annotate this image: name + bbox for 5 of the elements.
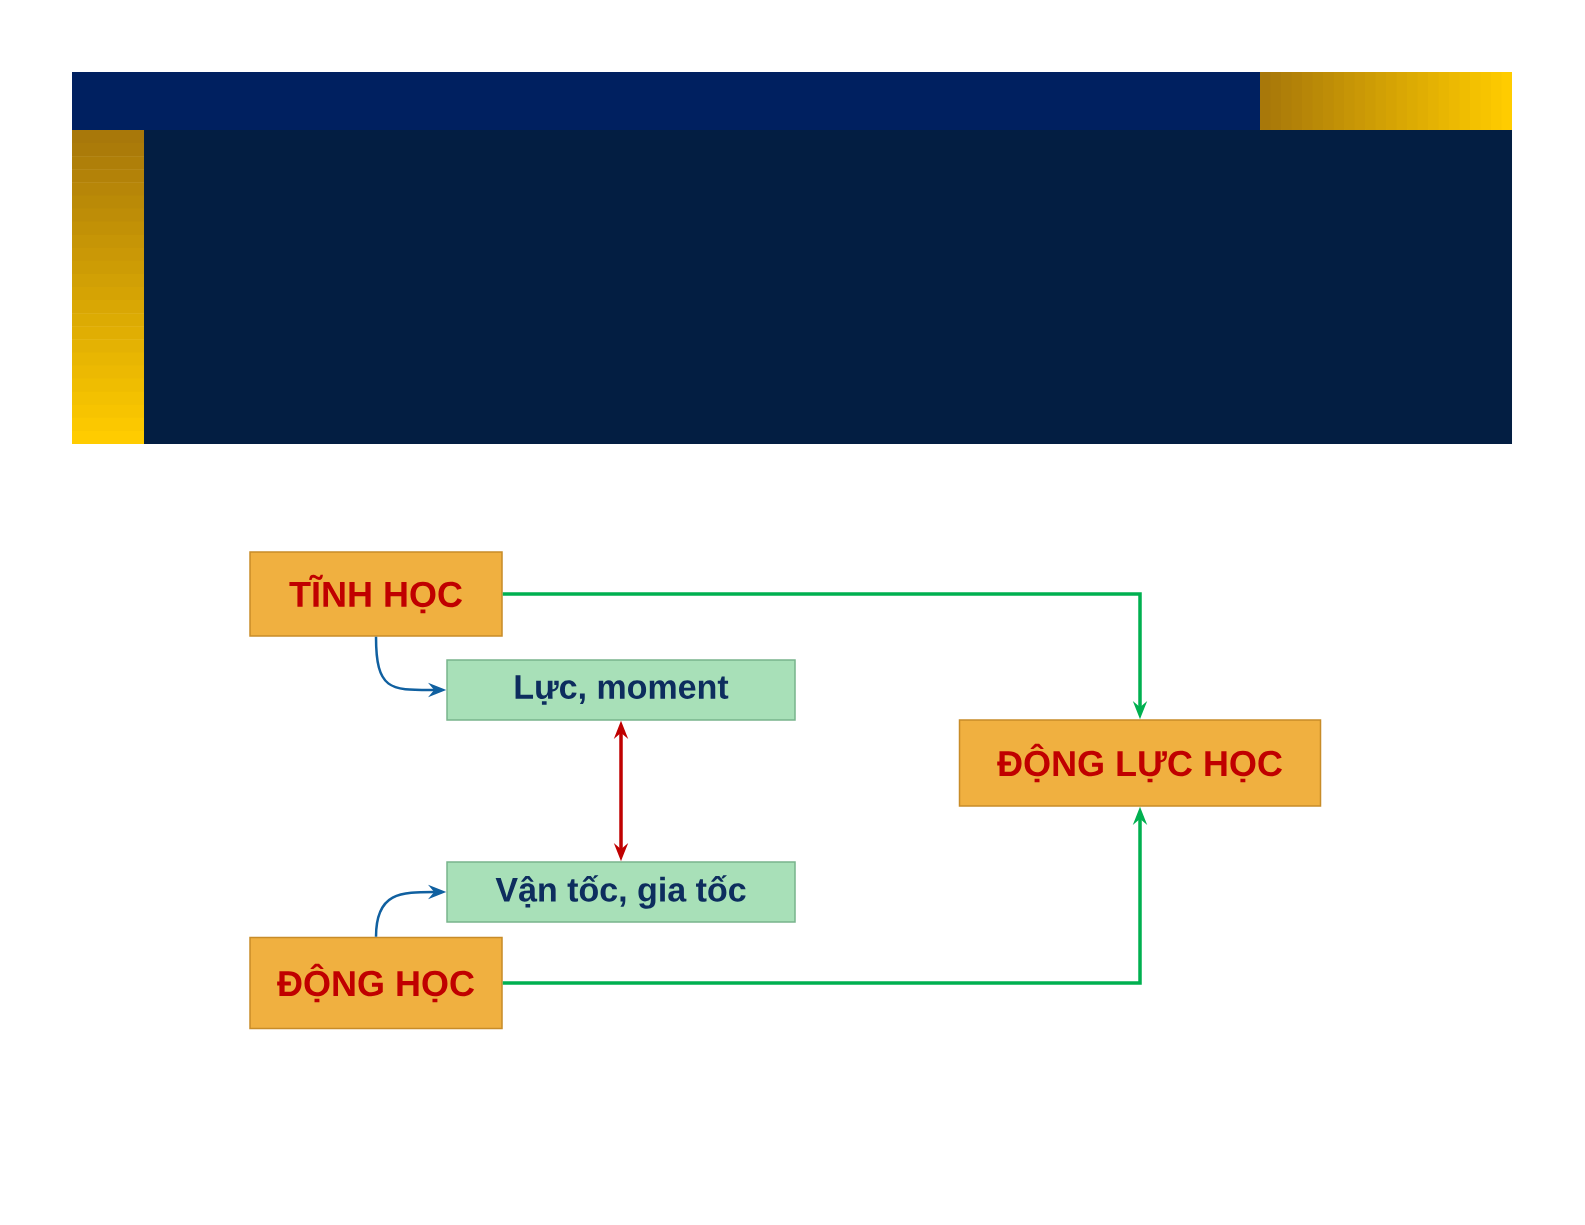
title-box: ĐỘNG HỌC — [249, 936, 503, 1030]
concept-box: Vận tốc, gia tốc — [446, 861, 796, 923]
title-box: ĐỘNG LỰC HỌC — [958, 719, 1322, 807]
title-box: TĨNH HỌC — [249, 551, 503, 637]
concept-box: Lực, moment — [446, 659, 796, 721]
